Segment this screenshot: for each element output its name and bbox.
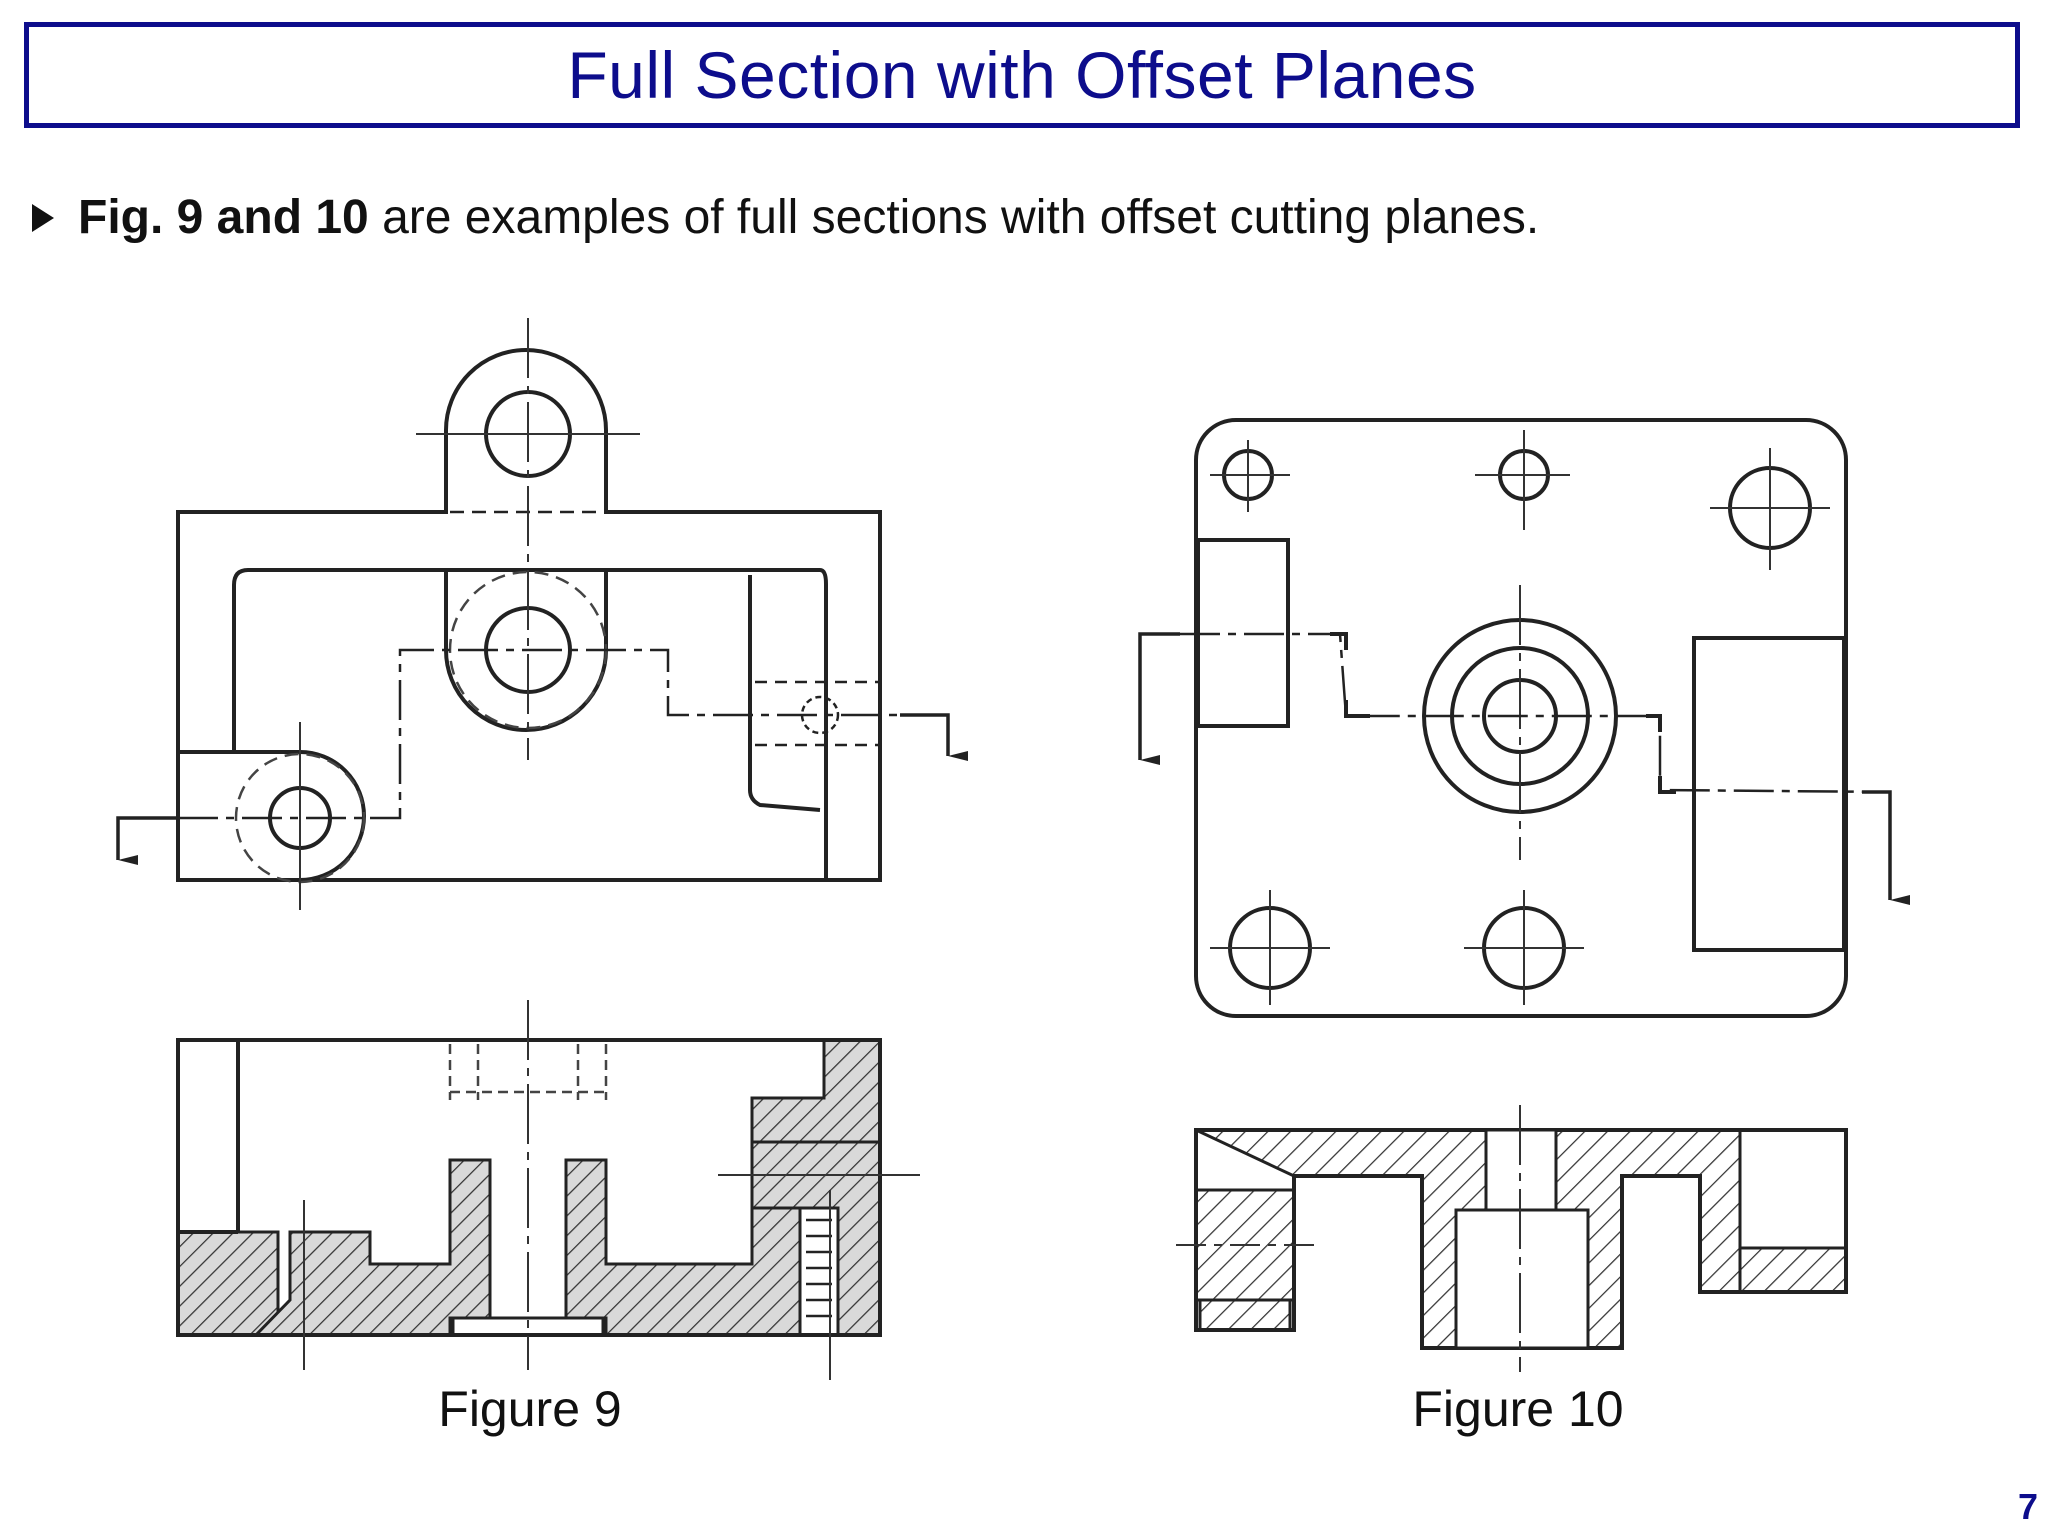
figure10-caption: Figure 10 bbox=[1412, 1381, 1624, 1437]
triangle-right-icon bbox=[32, 203, 54, 232]
figure10-cutting-plane bbox=[1138, 632, 1910, 905]
figure10-section-centerlines bbox=[1176, 1105, 1521, 1372]
figure9-section-view bbox=[176, 1038, 882, 1337]
bullet-text: are examples of full sections with offse… bbox=[368, 191, 1540, 244]
page-number: 7 bbox=[2017, 1486, 2038, 1527]
figure10-top-centerlines bbox=[1210, 430, 1830, 1005]
title-box: Full Section with Offset Planes bbox=[24, 22, 2020, 128]
figure9-cutting-plane bbox=[116, 648, 968, 865]
figure10-section-view bbox=[1194, 1128, 1848, 1350]
figure9-section-centerlines bbox=[303, 1000, 920, 1380]
bullet-point: Fig. 9 and 10 are examples of full secti… bbox=[32, 190, 1539, 245]
slide-title: Full Section with Offset Planes bbox=[567, 38, 1477, 112]
figure9-top-centerlines bbox=[299, 318, 640, 910]
bullet-bold-text: Fig. 9 and 10 bbox=[78, 191, 369, 244]
figure9-caption: Figure 9 bbox=[438, 1381, 622, 1437]
